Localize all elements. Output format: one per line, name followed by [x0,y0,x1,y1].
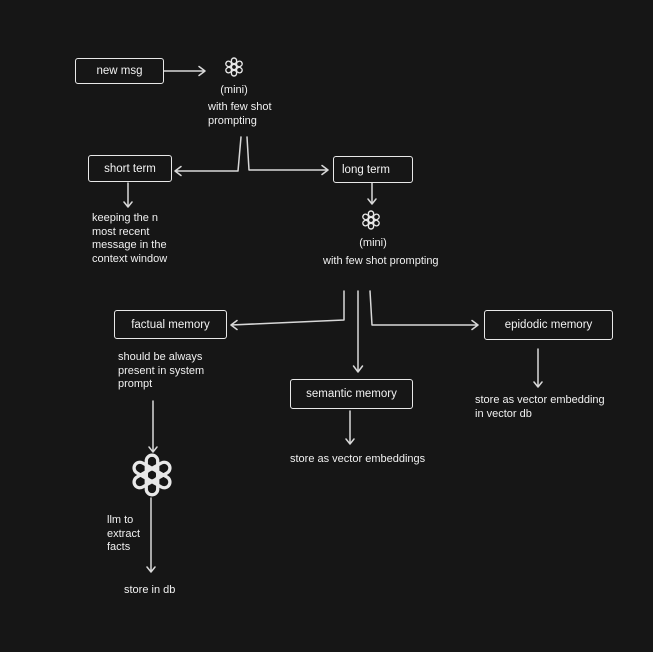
edge-model-factual [230,290,345,331]
semantic-note: store as vector embeddings [290,453,426,465]
edge-factual-llm [148,400,158,453]
factual-memory-node: factual memory [114,310,227,339]
edge-llm-db [146,497,156,573]
factual-memory-label: factual memory [131,318,210,331]
store-db-note: store in db [124,584,176,596]
openai-logo-icon [361,210,381,230]
long-term-node: long term [333,156,413,183]
openai-logo-icon [130,454,174,496]
semantic-memory-node: semantic memory [290,379,413,409]
edge-shortterm-note [123,182,133,208]
long-term-label: long term [342,163,390,176]
edge-newmsg-model [163,65,206,77]
few-shot-label-top: with few shot prompting [208,101,272,127]
edge-semantic-note [345,410,355,445]
openai-logo-icon [224,57,244,77]
episodic-memory-label: epidodic memory [504,319,593,331]
short-term-node: short term [88,155,172,182]
edge-model-shortterm [174,136,242,177]
mini-label-mid: (mini) [359,237,387,249]
few-shot-label-mid: with few shot prompting [323,255,439,267]
mini-label-top: (mini) [220,84,248,96]
new-msg-label: new msg [96,65,143,77]
edge-longterm-model [367,182,377,205]
edge-episodic-note [533,348,543,388]
llm-note: llm to extract facts [107,514,141,553]
factual-note: should be always present in system promp… [118,351,205,390]
short-term-note: keeping the n most recent message in the… [92,212,168,265]
new-msg-node: new msg [75,58,164,84]
edge-model-longterm [246,136,329,176]
short-term-label: short term [104,162,156,175]
semantic-memory-label: semantic memory [306,388,397,400]
edge-model-episodic [369,290,479,331]
episodic-note: store as vector embedding in vector db [475,394,605,420]
edge-model-semantic [352,290,364,373]
episodic-memory-node: epidodic memory [484,310,613,340]
